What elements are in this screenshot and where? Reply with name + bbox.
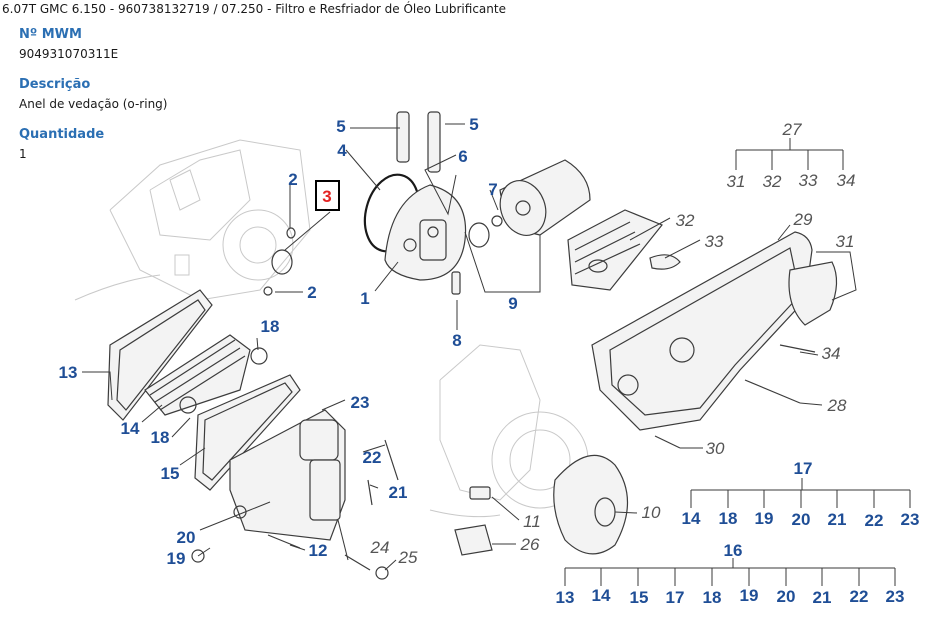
callout-11[interactable]: 11	[523, 512, 541, 531]
breadcrumb: 6.07T GMC 6.150 - 960738132719 / 07.250 …	[2, 2, 506, 16]
fittings	[396, 111, 461, 295]
callout-6[interactable]: 6	[458, 147, 467, 166]
callout-2a[interactable]: 2	[288, 170, 297, 189]
left-cooler-group	[107, 289, 301, 491]
callout-32b[interactable]: 32	[676, 211, 695, 230]
callout-9[interactable]: 9	[508, 294, 517, 313]
field-label-part-number: Nº MWM	[19, 27, 82, 42]
tree16-child-18[interactable]: 18	[703, 588, 722, 607]
callout-25[interactable]: 25	[398, 548, 418, 567]
callout-15[interactable]: 15	[161, 464, 180, 483]
callout-13[interactable]: 13	[59, 363, 78, 382]
tree27-root[interactable]: 27	[782, 120, 802, 139]
tree16-child-14[interactable]: 14	[592, 586, 611, 605]
tree-16: 16 13 14 15 17 18 19 20 21 22 23	[556, 541, 905, 607]
tree-27: 27 31 32 33 34	[727, 120, 856, 191]
tree17-child-19[interactable]: 19	[755, 509, 774, 528]
callout-14[interactable]: 14	[121, 419, 140, 438]
callout-33b[interactable]: 33	[705, 232, 724, 251]
tree17-child-21[interactable]: 21	[828, 510, 847, 529]
callout-21[interactable]: 21	[389, 483, 408, 502]
tree27-child-33[interactable]: 33	[799, 171, 818, 190]
field-label-description: Descrição	[19, 77, 91, 92]
field-label-quantity: Quantidade	[19, 127, 105, 142]
highlighted-callout-3[interactable]: 3	[322, 187, 331, 206]
tree17-child-23[interactable]: 23	[901, 510, 920, 529]
callout-30[interactable]: 30	[706, 439, 725, 458]
callout-10[interactable]: 10	[642, 503, 661, 522]
cover-plate	[591, 231, 838, 431]
callout-7[interactable]: 7	[488, 180, 497, 199]
field-value-part-number: 904931070311E	[19, 47, 119, 61]
tree27-child-31[interactable]: 31	[727, 172, 746, 191]
callout-31b[interactable]: 31	[836, 232, 855, 251]
callout-1[interactable]: 1	[360, 289, 369, 308]
callout-22[interactable]: 22	[363, 448, 382, 467]
callout-18a[interactable]: 18	[261, 317, 280, 336]
tree17-child-18[interactable]: 18	[719, 509, 738, 528]
manifold-group	[191, 409, 399, 580]
highlighted-callout-box	[315, 180, 340, 211]
tree16-child-15[interactable]: 15	[630, 588, 649, 607]
bolts	[654, 344, 816, 449]
callout-18b[interactable]: 18	[151, 428, 170, 447]
callout-19[interactable]: 19	[167, 549, 186, 568]
ghost-engine-block-left	[74, 139, 311, 301]
tree27-child-34[interactable]: 34	[837, 171, 856, 190]
tree16-child-21[interactable]: 21	[813, 588, 832, 607]
callout-8[interactable]: 8	[452, 331, 461, 350]
oil-cooler-right	[567, 209, 681, 291]
callout-5b[interactable]: 5	[469, 115, 478, 134]
tree16-child-19[interactable]: 19	[740, 586, 759, 605]
field-value-quantity: 1	[19, 147, 27, 161]
tree16-child-13[interactable]: 13	[556, 588, 575, 607]
callout-4[interactable]: 4	[337, 141, 347, 160]
tree17-child-14[interactable]: 14	[682, 509, 701, 528]
callout-34b[interactable]: 34	[822, 344, 841, 363]
tree17-root[interactable]: 17	[794, 459, 813, 478]
tree16-child-20[interactable]: 20	[777, 587, 796, 606]
callout-20[interactable]: 20	[177, 528, 196, 547]
callout-5a[interactable]: 5	[336, 117, 345, 136]
oil-filter-cartridge	[491, 159, 591, 236]
tree16-child-22[interactable]: 22	[850, 587, 869, 606]
field-value-description: Anel de vedação (o-ring)	[19, 97, 168, 111]
filter-housing	[384, 184, 467, 281]
tree16-child-23[interactable]: 23	[886, 587, 905, 606]
tree-17: 17 14 18 19 20 21 22 23	[682, 459, 920, 530]
callout-23[interactable]: 23	[351, 393, 370, 412]
tree17-child-22[interactable]: 22	[865, 511, 884, 530]
callout-12[interactable]: 12	[309, 541, 328, 560]
leader-lines	[82, 123, 857, 571]
callout-26[interactable]: 26	[520, 535, 540, 554]
callout-2b[interactable]: 2	[307, 283, 316, 302]
tree27-child-32[interactable]: 32	[763, 172, 782, 191]
tree17-child-20[interactable]: 20	[792, 510, 811, 529]
callout-29[interactable]: 29	[793, 210, 813, 229]
callout-28[interactable]: 28	[827, 396, 847, 415]
callout-24[interactable]: 24	[370, 538, 390, 557]
pulley-and-sensors	[454, 454, 629, 556]
tree16-root[interactable]: 16	[724, 541, 743, 560]
tree16-child-17[interactable]: 17	[666, 588, 685, 607]
